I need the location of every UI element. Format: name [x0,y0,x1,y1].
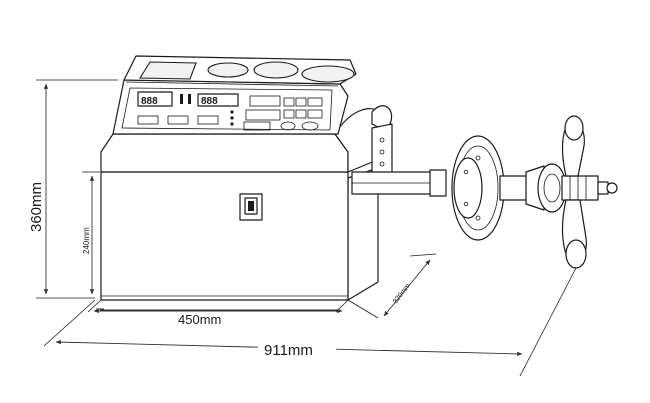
balancer-shaft [351,169,447,197]
tray-well-cup-1 [207,62,249,78]
label-depth: 320mm [392,282,412,305]
dimension-height-cabinet: 240mm [82,171,100,295]
label-length-total: 911mm [264,342,313,359]
svg-text:888: 888 [201,96,218,107]
power-switch [239,193,263,221]
tray-well-cup-2 [253,61,299,79]
machine-body: 888 888 [100,55,393,301]
dimension-width-cabinet: 450mm [87,299,349,327]
control-panel: 888 888 [121,87,333,131]
quick-nut [561,115,618,269]
label-height-cabinet: 240mm [82,227,91,254]
svg-text:888: 888 [141,96,158,107]
dimension-height-total: 360mm [28,79,118,299]
label-height-total: 360mm [28,182,45,232]
tray-well-cup-3 [301,65,355,83]
tray-well-left [139,61,197,80]
wheel-hub-cone [499,163,567,213]
label-width-cabinet: 450mm [178,312,221,327]
wheel-flange [451,135,505,241]
dimension-length-total: 911mm [43,267,577,377]
